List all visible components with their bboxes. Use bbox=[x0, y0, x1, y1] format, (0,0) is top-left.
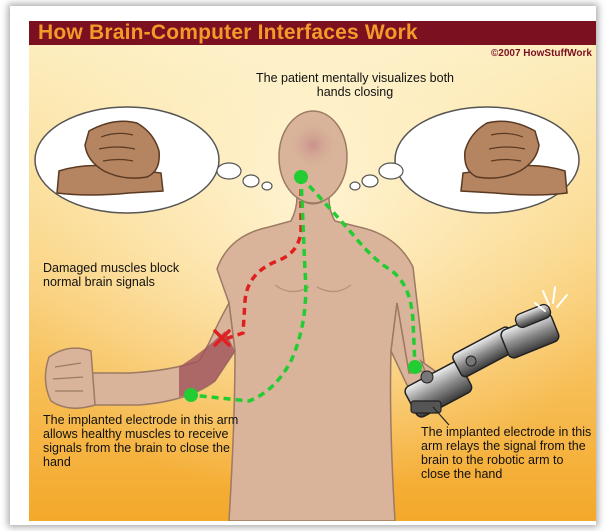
diagram: How Brain-Computer Interfaces Work ©2007… bbox=[29, 21, 596, 521]
electrode-dot-icon bbox=[408, 360, 422, 374]
caption-left-electrode: The implanted electrode in this arm allo… bbox=[43, 413, 253, 469]
caption-visualize: The patient mentally visualizes both han… bbox=[245, 71, 465, 99]
title-bar: How Brain-Computer Interfaces Work bbox=[29, 21, 596, 45]
figure-frame: How Brain-Computer Interfaces Work ©2007… bbox=[10, 6, 596, 525]
electrode-dot-icon bbox=[294, 170, 308, 184]
diagram-title: How Brain-Computer Interfaces Work bbox=[38, 21, 418, 45]
electrode-dot-icon bbox=[184, 388, 198, 402]
caption-damaged-muscles: Damaged muscles block normal brain signa… bbox=[43, 261, 193, 289]
caption-right-electrode: The implanted electrode in this arm rela… bbox=[421, 425, 596, 481]
copyright-notice: ©2007 HowStuffWork bbox=[491, 48, 592, 59]
